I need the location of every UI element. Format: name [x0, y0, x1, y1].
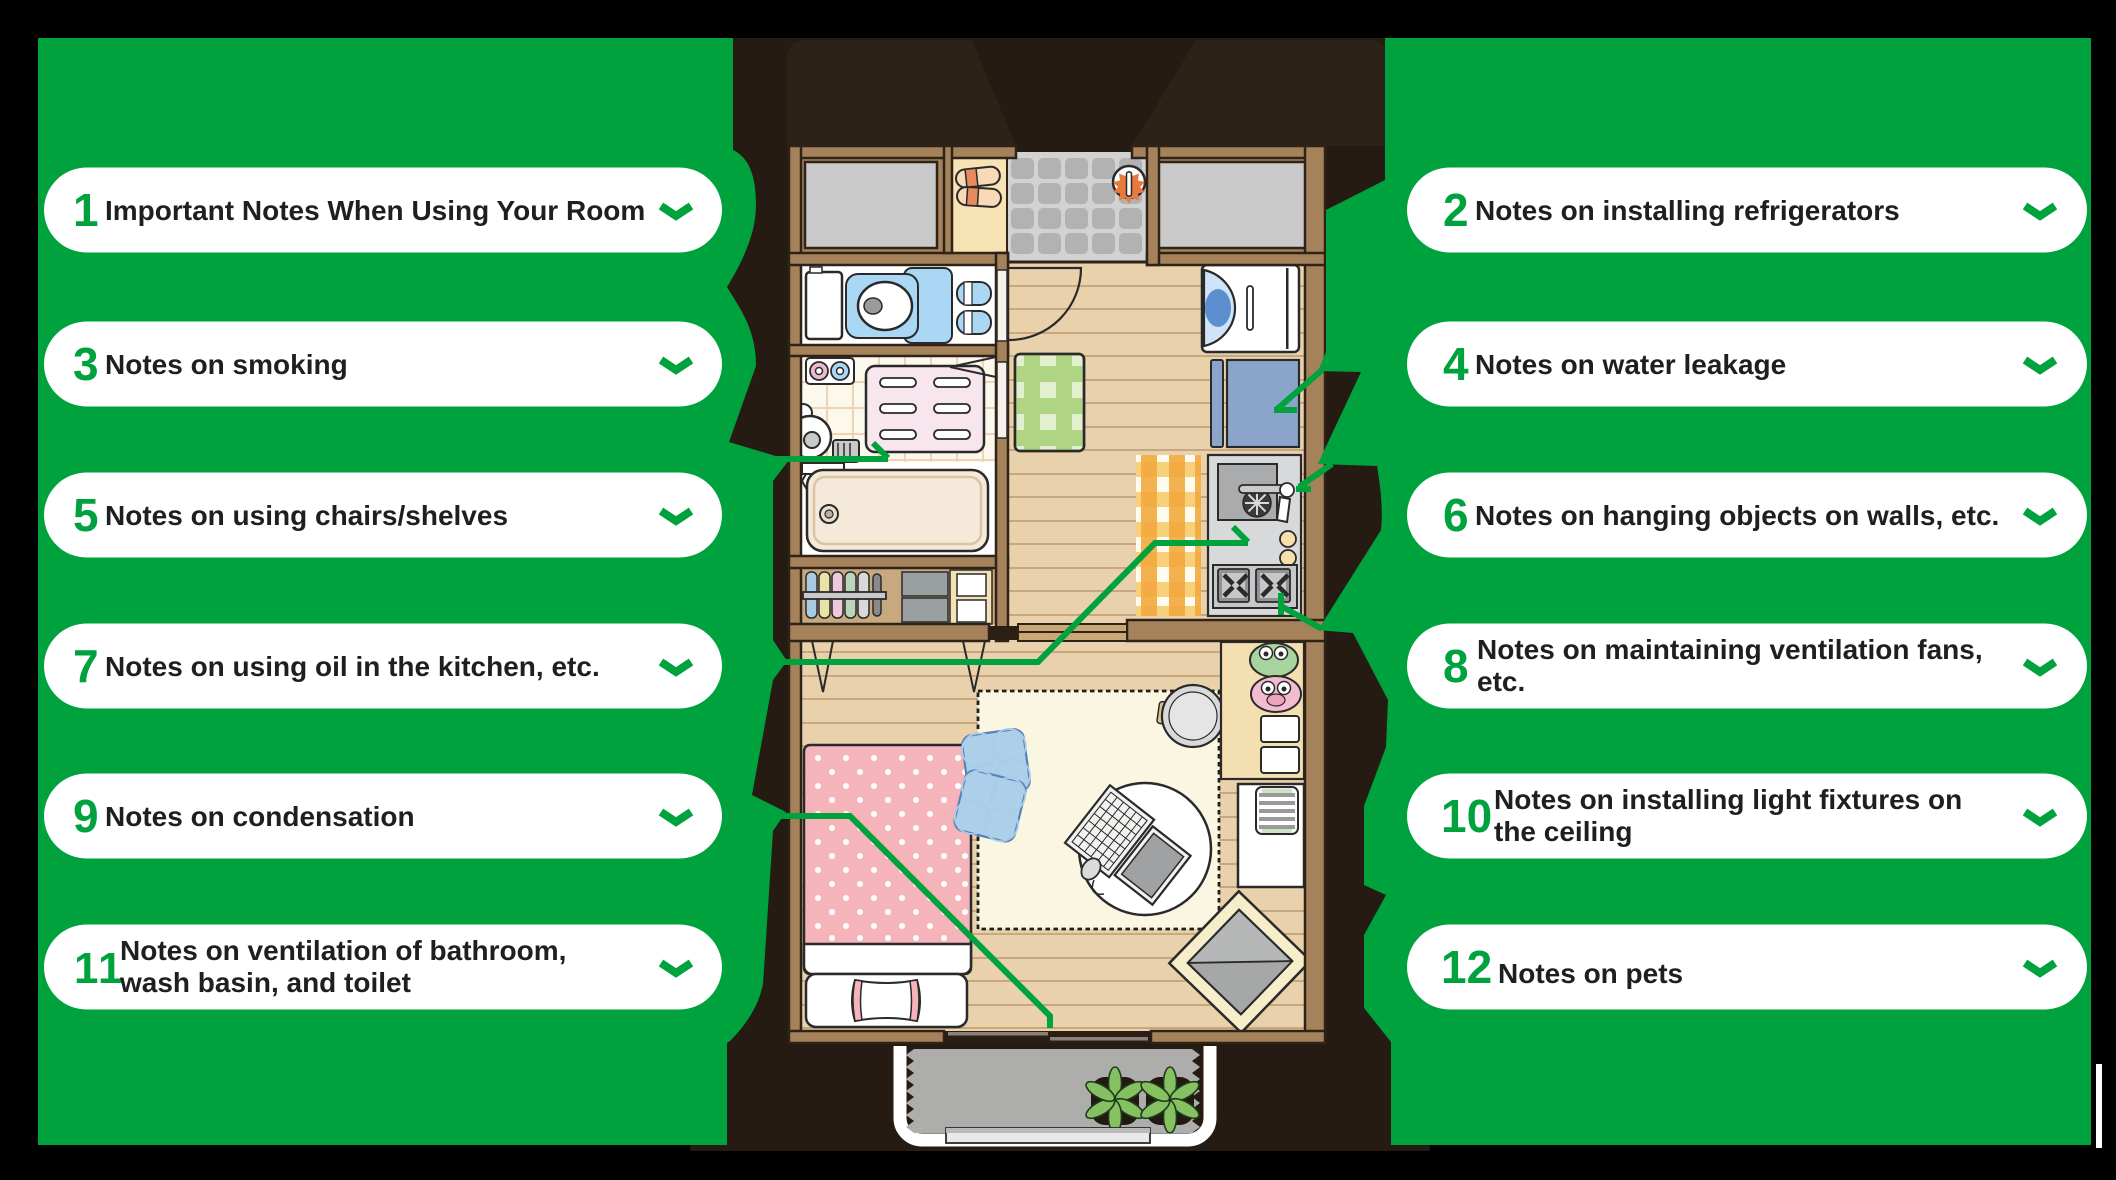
svg-text:Notes on hanging objects on wa: Notes on hanging objects on walls, etc. — [1475, 500, 1999, 531]
svg-text:3: 3 — [73, 338, 99, 390]
svg-text:1: 1 — [73, 184, 99, 236]
svg-text:Notes on condensation: Notes on condensation — [105, 801, 415, 832]
svg-text:5: 5 — [73, 489, 99, 541]
svg-text:7: 7 — [73, 640, 99, 692]
svg-text:wash basin, and toilet: wash basin, and toilet — [119, 967, 411, 998]
svg-text:Notes on smoking: Notes on smoking — [105, 349, 348, 380]
svg-text:1: 1 — [74, 944, 98, 993]
svg-text:4: 4 — [1443, 338, 1469, 390]
svg-text:Notes on using chairs/shelves: Notes on using chairs/shelves — [105, 500, 508, 531]
svg-text:Notes on installing light fixt: Notes on installing light fixtures on — [1494, 784, 1962, 815]
svg-text:2: 2 — [1443, 184, 1469, 236]
svg-text:Notes on maintaining ventilati: Notes on maintaining ventilation fans, — [1477, 634, 1983, 665]
svg-text:Important Notes When Using You: Important Notes When Using Your Room — [105, 195, 645, 226]
svg-text:6: 6 — [1443, 489, 1469, 541]
svg-text:8: 8 — [1443, 640, 1469, 692]
svg-text:9: 9 — [73, 790, 99, 842]
svg-text:Notes on water leakage: Notes on water leakage — [1475, 349, 1786, 380]
svg-text:etc.: etc. — [1477, 666, 1525, 697]
svg-text:Notes on pets: Notes on pets — [1498, 958, 1683, 989]
svg-text:the ceiling: the ceiling — [1494, 816, 1632, 847]
svg-text:12: 12 — [1441, 941, 1492, 993]
svg-text:1: 1 — [98, 944, 122, 993]
svg-text:Notes on ventilation of bathro: Notes on ventilation of bathroom, — [120, 935, 566, 966]
svg-text:Notes on installing refrigerat: Notes on installing refrigerators — [1475, 195, 1900, 226]
svg-text:Notes on using oil in the kitc: Notes on using oil in the kitchen, etc. — [105, 651, 600, 682]
svg-text:10: 10 — [1441, 790, 1492, 842]
